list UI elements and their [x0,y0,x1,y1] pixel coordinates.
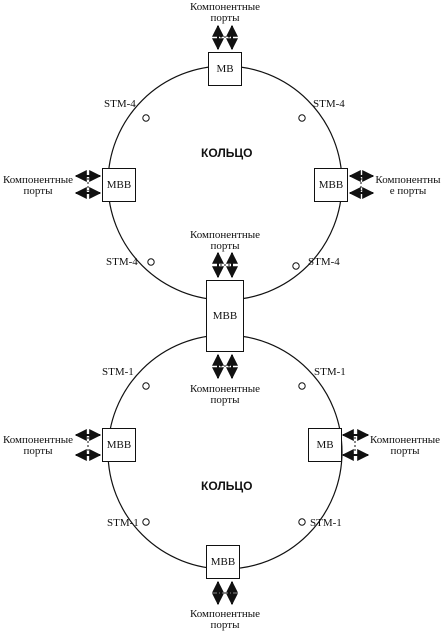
node-bottom-right-mb: MB [308,428,342,462]
node-top-left-mbb: MBB [102,168,136,202]
port-connector-top-left [74,170,102,199]
port-label-center-lower: Компонентные порты [189,383,261,406]
node-top-right-mbb: MBB [314,168,348,202]
port-label-bottom-right: Компонентные порты [369,434,441,457]
ring-marker [147,258,155,266]
ring-marker [298,518,306,526]
port-connector-top [212,24,238,51]
link-label-bottom-ring-upper-left: STM-1 [102,366,134,378]
node-bottom-left-mbb: MBB [102,428,136,462]
link-label-top-ring-lower-left: STM-4 [106,256,138,268]
node-top-mb: MB [208,52,242,86]
port-label-center-upper: Компонентные порты [189,229,261,252]
ring-bottom-title: КОЛЬЦО [201,479,253,493]
link-label-bottom-ring-lower-right: STM-1 [310,517,342,529]
port-label-bottom: Компонентные порты [189,608,261,631]
ring-marker [142,382,150,390]
node-center-mbb: MBB [206,280,244,352]
port-connector-center-upper [212,251,238,279]
ring-bottom-circle [107,334,343,570]
port-label-bottom-left: Компонентные порты [2,434,74,457]
port-label-top-right: Компонентны е порты [375,174,441,197]
link-label-top-ring-lower-right: STM-4 [308,256,340,268]
port-connector-bottom-right [341,429,370,461]
port-connector-bottom-left [74,429,102,461]
link-label-bottom-ring-lower-left: STM-1 [107,517,139,529]
ring-top-title: КОЛЬЦО [201,146,253,160]
ring-marker [142,114,150,122]
link-label-top-ring-upper-right: STM-4 [313,98,345,110]
ring-marker [142,518,150,526]
ring-marker [298,382,306,390]
port-connector-top-right [348,170,375,199]
link-label-top-ring-upper-left: STM-4 [104,98,136,110]
ring-marker [292,262,300,270]
ring-marker [298,114,306,122]
port-connector-bottom [212,580,238,606]
port-connector-center-lower [212,353,238,380]
node-bottom-mbb: MBB [206,545,240,579]
link-label-bottom-ring-upper-right: STM-1 [314,366,346,378]
port-label-top-left: Компонентные порты [2,174,74,197]
port-label-top: Компонентные порты [189,1,261,24]
